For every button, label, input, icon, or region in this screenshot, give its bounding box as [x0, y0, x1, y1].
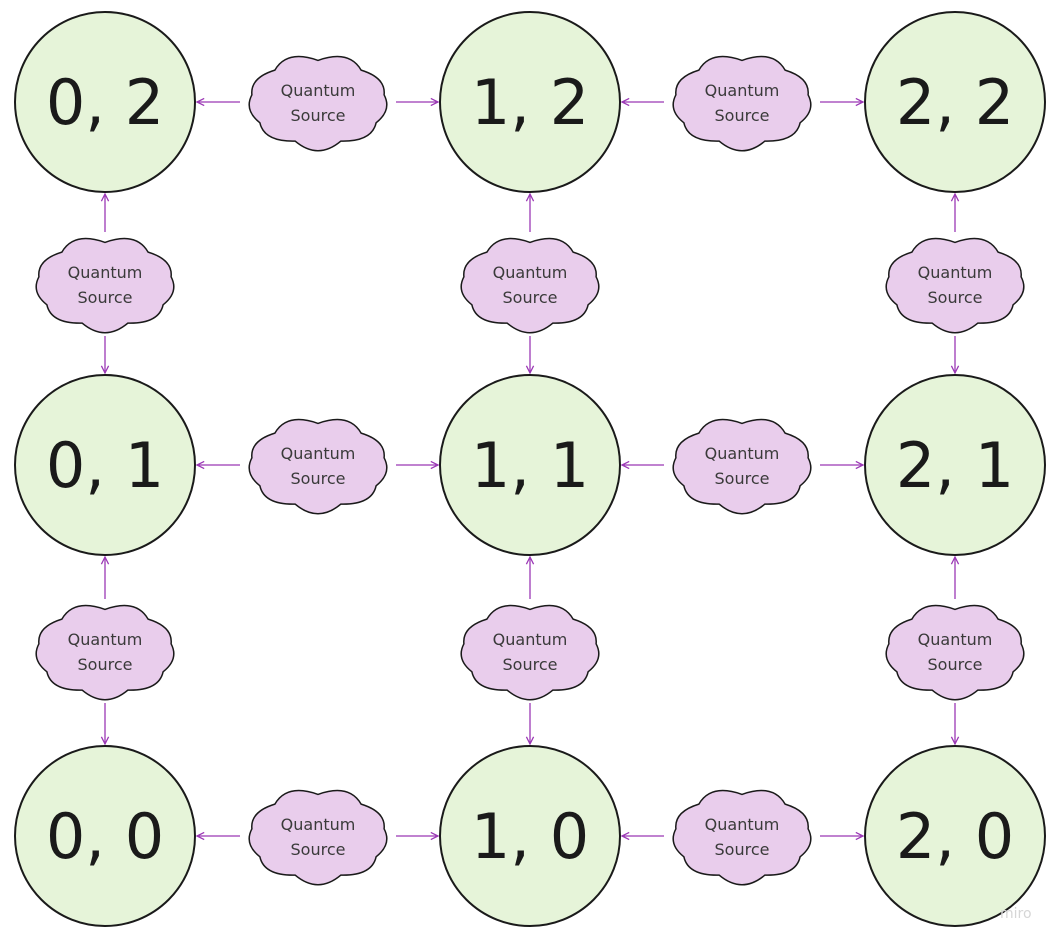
cloud-label-line2: Source [715, 840, 770, 859]
node-2-0-label: 2, 0 [896, 800, 1014, 873]
node-1-1-label: 1, 1 [471, 429, 589, 502]
cloud-label-line1: Quantum [68, 630, 143, 649]
node-2-2-circle [864, 11, 1046, 193]
cloud-shape [248, 55, 388, 152]
node-0-1-circle [14, 374, 196, 556]
cloud-shape [35, 237, 175, 334]
cloud-shape [35, 604, 175, 701]
node-1-1-circle [439, 374, 621, 556]
cloud-label-line1: Quantum [281, 444, 356, 463]
watermark: miro [1000, 906, 1032, 922]
cloud-label-line2: Source [78, 655, 133, 674]
cloud-shape [885, 604, 1025, 701]
cloud-label-line1: Quantum [493, 630, 568, 649]
node-0-0-label: 0, 0 [46, 800, 164, 873]
cloud-label-line2: Source [928, 288, 983, 307]
node-0-0-circle [14, 745, 196, 927]
cloud-label-line2: Source [291, 106, 346, 125]
cloud-label-line1: Quantum [918, 630, 993, 649]
node-0-2-label: 0, 2 [46, 66, 164, 139]
node-0-1-label: 0, 1 [46, 429, 164, 502]
cloud-label-line2: Source [291, 840, 346, 859]
node-1-0-circle [439, 745, 621, 927]
node-0-2-circle [14, 11, 196, 193]
cloud-shape [672, 55, 812, 152]
cloud-label-line2: Source [291, 469, 346, 488]
cloud-shape [672, 789, 812, 886]
cloud-shape [248, 418, 388, 515]
cloud-label-line2: Source [503, 288, 558, 307]
node-2-2-label: 2, 2 [896, 66, 1014, 139]
node-2-1-circle [864, 374, 1046, 556]
clouds-layer: QuantumSourceQuantumSourceQuantumSourceQ… [35, 55, 1025, 886]
cloud-label-line2: Source [503, 655, 558, 674]
cloud-label-line2: Source [928, 655, 983, 674]
cloud-label-line2: Source [715, 106, 770, 125]
cloud-shape [460, 604, 600, 701]
cloud-shape [248, 789, 388, 886]
node-1-2-label: 1, 2 [471, 66, 589, 139]
cloud-label-line1: Quantum [68, 263, 143, 282]
cloud-label-line1: Quantum [493, 263, 568, 282]
cloud-shape [885, 237, 1025, 334]
cloud-label-line2: Source [78, 288, 133, 307]
cloud-label-line1: Quantum [281, 815, 356, 834]
cloud-label-line1: Quantum [705, 81, 780, 100]
node-2-1-label: 2, 1 [896, 429, 1014, 502]
node-2-0-circle [864, 745, 1046, 927]
node-1-2-circle [439, 11, 621, 193]
nodes-layer: 0, 0 0, 1 0, 2 1, 0 1, 1 1, 2 2, 0 2, 1 2, 2 [14, 11, 1046, 927]
cloud-label-line2: Source [715, 469, 770, 488]
cloud-label-line1: Quantum [705, 815, 780, 834]
cloud-label-line1: Quantum [705, 444, 780, 463]
cloud-shape [672, 418, 812, 515]
node-1-0-label: 1, 0 [471, 800, 589, 873]
cloud-label-line1: Quantum [281, 81, 356, 100]
cloud-shape [460, 237, 600, 334]
connectors [105, 102, 955, 836]
cloud-label-line1: Quantum [918, 263, 993, 282]
